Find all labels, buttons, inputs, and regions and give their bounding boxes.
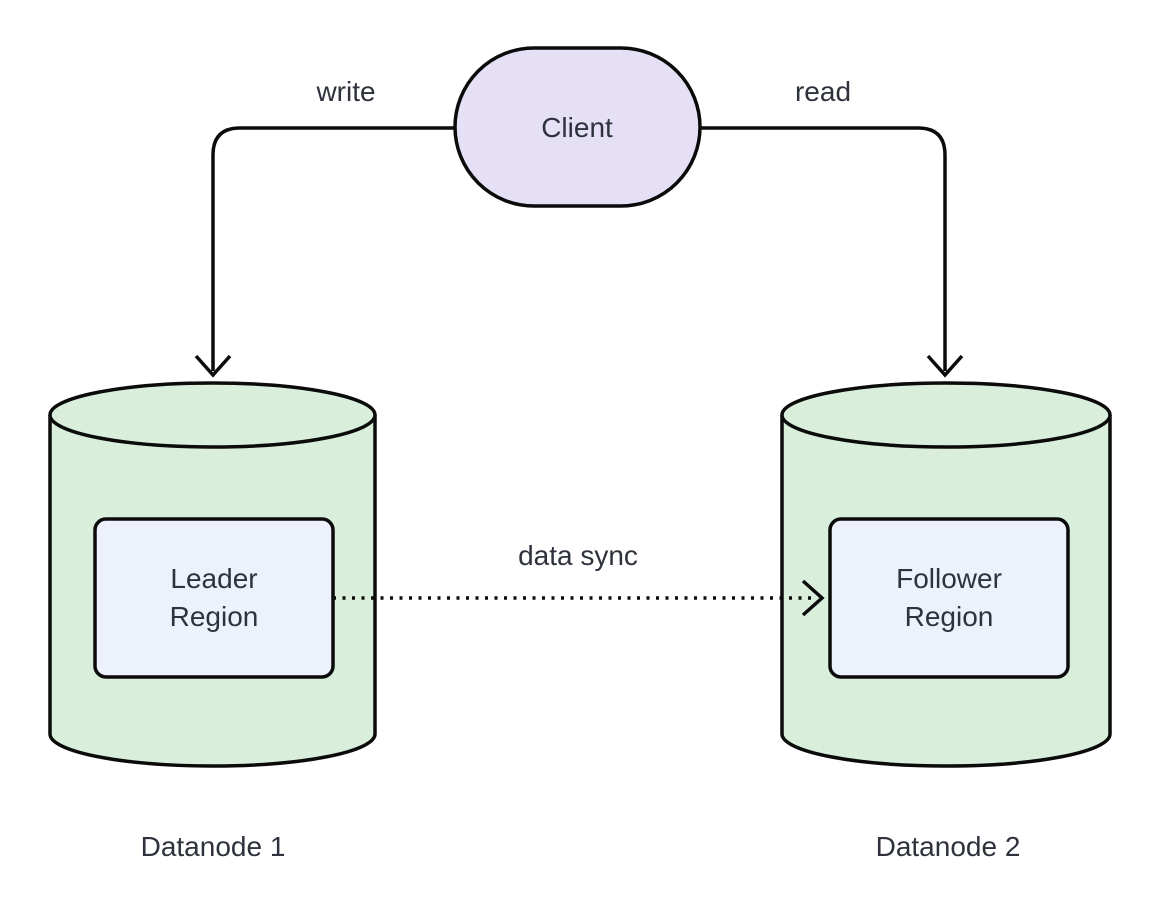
leader-region-label: Leader Region (169, 563, 259, 632)
write-edge (194, 126, 455, 378)
arrow-down-icon (194, 354, 232, 378)
read-edge (700, 126, 964, 378)
datanode-2-caption: Datanode 2 (875, 831, 1021, 863)
write-edge-line (211, 126, 455, 371)
follower-region-label: Follower Region (896, 563, 1002, 632)
client-node (453, 46, 702, 208)
read-edge-line (700, 126, 947, 371)
read-edge-label: read (794, 76, 852, 108)
write-edge-label: write (316, 76, 376, 108)
cylinder-top-rim (780, 381, 1112, 449)
follower-region-box (828, 517, 1070, 679)
datanode-1-caption: Datanode 1 (140, 831, 286, 863)
data-sync-edge (333, 579, 825, 617)
arrow-down-icon (926, 354, 964, 378)
cylinder-top-rim (48, 381, 377, 449)
arrow-right-icon (801, 579, 825, 617)
data-sync-edge-label: data sync (518, 540, 638, 572)
client-node-label: Client (541, 112, 613, 144)
